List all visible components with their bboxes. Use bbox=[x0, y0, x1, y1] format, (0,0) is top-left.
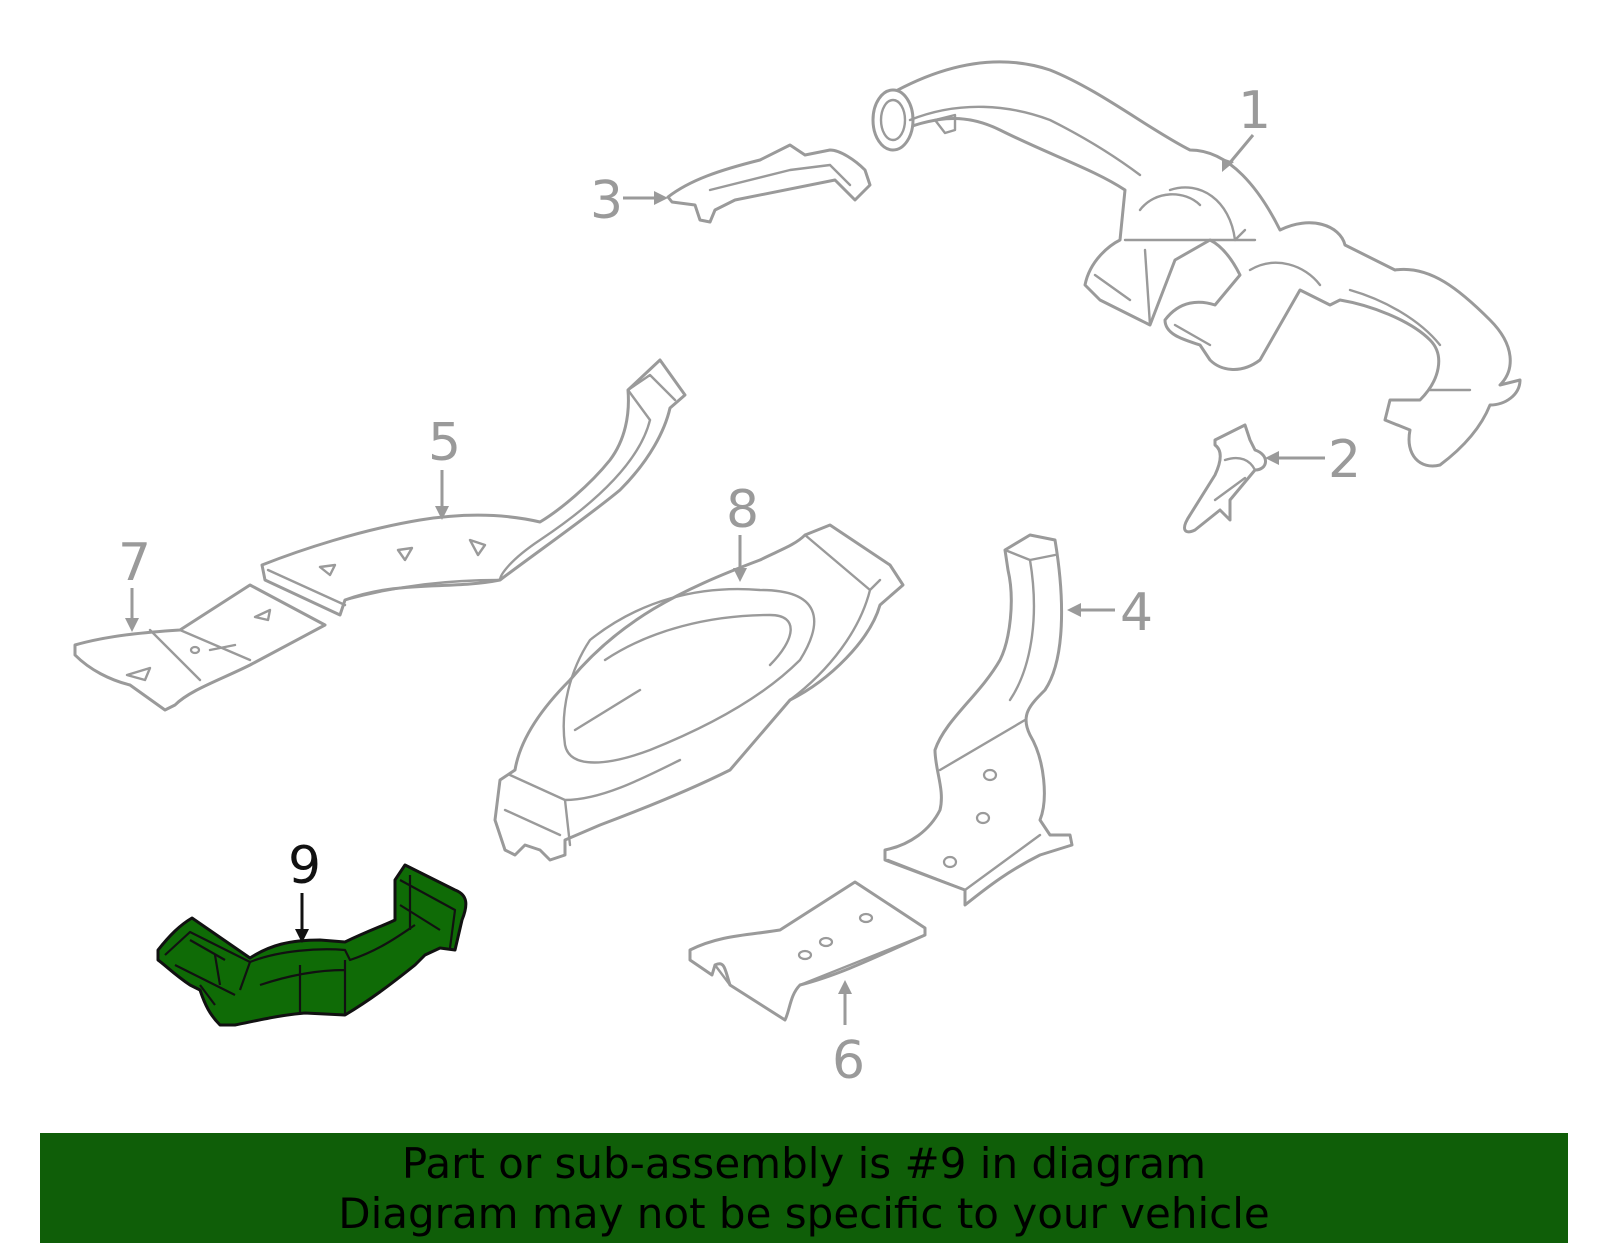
callout-5: 5 bbox=[428, 413, 461, 473]
arrowhead-3 bbox=[654, 191, 668, 205]
leader-1 bbox=[1226, 134, 1255, 166]
arrowhead-9 bbox=[295, 929, 309, 943]
part-8-rear-floor-duct[interactable] bbox=[493, 523, 905, 862]
banner-line-2: Diagram may not be specific to your vehi… bbox=[338, 1189, 1270, 1238]
callout-3: 3 bbox=[590, 171, 623, 231]
arrowhead-5 bbox=[435, 506, 449, 520]
callout-2: 2 bbox=[1328, 430, 1361, 490]
callout-8: 8 bbox=[726, 480, 759, 540]
callout-9: 9 bbox=[288, 836, 321, 896]
part-7-left-floor-duct[interactable] bbox=[73, 583, 327, 712]
part-1-main-duct[interactable] bbox=[871, 60, 1522, 468]
arrowhead-4 bbox=[1067, 603, 1081, 617]
callout-1: 1 bbox=[1238, 81, 1271, 141]
arrowhead-1 bbox=[1222, 158, 1234, 172]
part-3-upper-bracket[interactable] bbox=[666, 143, 872, 224]
parts-diagram: 1 2 3 4 5 6 bbox=[73, 60, 1522, 1091]
part-5-center-duct[interactable] bbox=[260, 358, 687, 617]
callout-7: 7 bbox=[118, 533, 151, 593]
arrowhead-7 bbox=[125, 618, 139, 632]
info-banner: Part or sub-assembly is #9 in diagram Di… bbox=[40, 1133, 1568, 1243]
arrowhead-8 bbox=[733, 568, 747, 582]
callout-6: 6 bbox=[832, 1031, 865, 1091]
callout-4: 4 bbox=[1120, 583, 1153, 643]
arrowhead-6 bbox=[838, 980, 852, 994]
part-6-floor-plate[interactable] bbox=[688, 880, 927, 1022]
arrowhead-2 bbox=[1265, 451, 1279, 465]
part-4-floor-duct[interactable] bbox=[883, 533, 1074, 907]
part-9-highlighted-duct[interactable] bbox=[156, 863, 468, 1027]
banner-line-1: Part or sub-assembly is #9 in diagram bbox=[401, 1139, 1207, 1188]
part-2-bracket[interactable] bbox=[1183, 423, 1267, 534]
